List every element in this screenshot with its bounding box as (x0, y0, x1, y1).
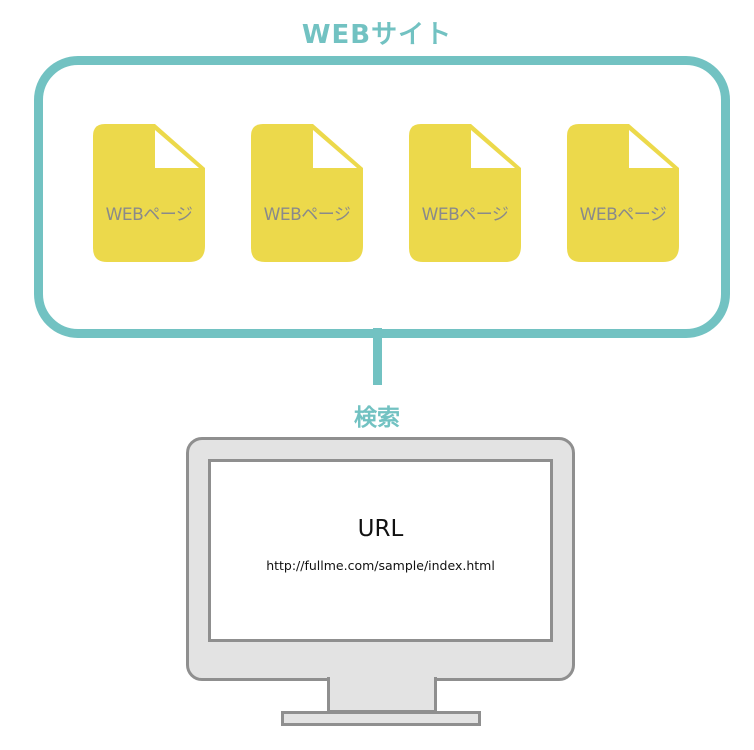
web-page-label: WEBページ (421, 205, 509, 225)
monitor-stand-base (281, 711, 481, 726)
document-icon (251, 124, 363, 262)
monitor-stand-neck (327, 677, 437, 713)
web-page-label: WEBページ (579, 205, 667, 225)
document-icon (93, 124, 205, 262)
monitor-screen: URL http://fullme.com/sample/index.html (208, 459, 553, 642)
web-page-label: WEBページ (263, 205, 351, 225)
document-icon (567, 124, 679, 262)
web-page-document: WEBページ (567, 124, 679, 262)
web-page-label: WEBページ (105, 205, 193, 225)
url-heading: URL (357, 516, 404, 542)
web-page-document: WEBページ (251, 124, 363, 262)
document-icon (409, 124, 521, 262)
web-page-document: WEBページ (93, 124, 205, 262)
web-page-document: WEBページ (409, 124, 521, 262)
website-title: WEBサイト (301, 20, 453, 50)
connector-line (373, 328, 382, 385)
search-label: 検索 (354, 405, 400, 431)
url-text: http://fullme.com/sample/index.html (266, 558, 495, 573)
